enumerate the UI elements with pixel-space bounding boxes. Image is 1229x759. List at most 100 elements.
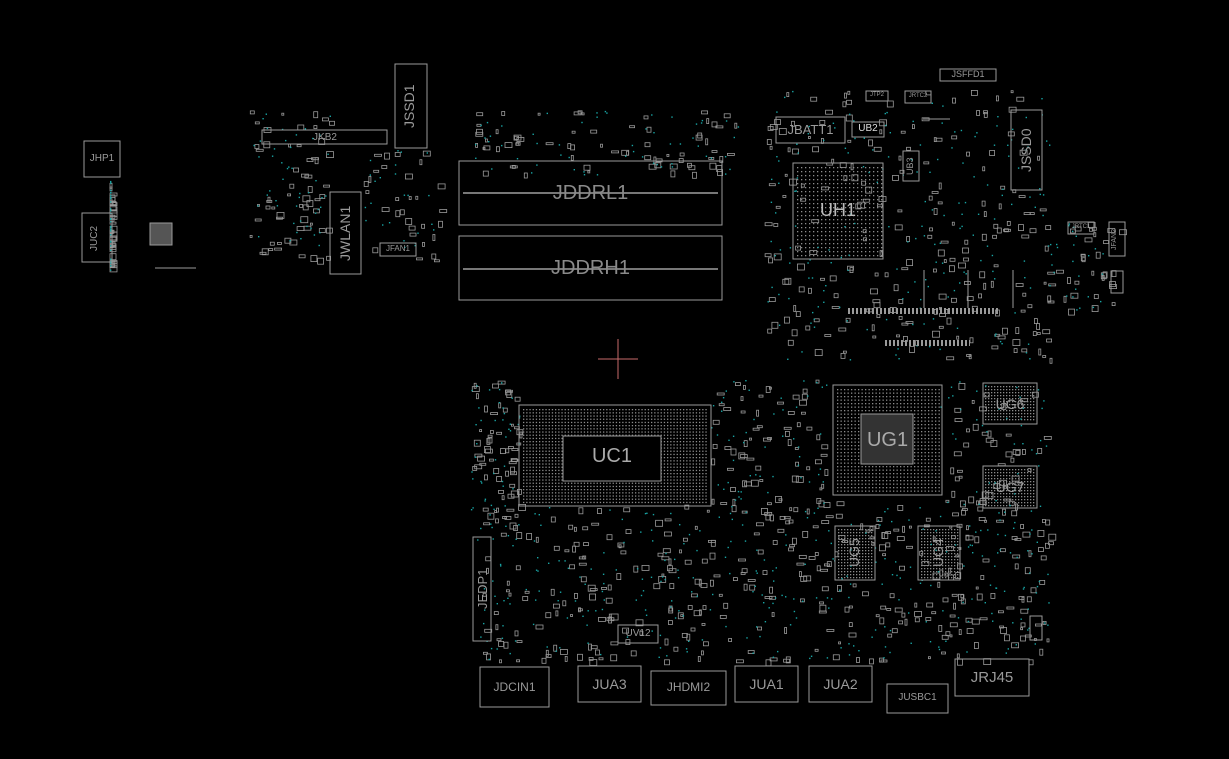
bga-ball xyxy=(813,171,815,173)
bga-ball xyxy=(931,459,933,461)
bga-ball xyxy=(825,183,827,185)
smd-part xyxy=(690,627,696,632)
smd-part xyxy=(743,583,748,591)
bga-ball xyxy=(635,498,637,500)
bga-ball xyxy=(809,215,811,217)
bga-ball xyxy=(865,203,867,205)
bga-ball xyxy=(679,489,682,491)
bga-ball xyxy=(921,389,923,391)
bga-ball xyxy=(877,203,879,205)
bga-ball xyxy=(545,437,547,440)
smd-part xyxy=(1016,96,1025,102)
bga-ball xyxy=(1021,401,1023,403)
bga-ball xyxy=(930,556,932,558)
bga-ball xyxy=(994,481,996,483)
bga-ball xyxy=(939,565,941,567)
bga-ball xyxy=(838,562,840,564)
bga-ball xyxy=(548,489,550,491)
bga-ball xyxy=(1000,487,1002,489)
bga-ball xyxy=(868,396,870,398)
bga-ball xyxy=(571,415,573,417)
bga-ball xyxy=(994,490,996,492)
smd-part xyxy=(929,227,933,232)
bga-ball xyxy=(644,501,646,504)
bga-ball xyxy=(933,577,935,579)
smd-part xyxy=(849,267,854,274)
bga-ball xyxy=(583,434,586,436)
bga-ball xyxy=(1012,398,1014,400)
bga-ball xyxy=(660,485,662,488)
smd-part xyxy=(587,170,591,174)
bga-ball xyxy=(679,463,682,465)
bga-ball xyxy=(861,469,863,471)
bga-ball xyxy=(571,482,573,484)
smd-part xyxy=(1047,271,1056,275)
bga-ball xyxy=(695,437,698,440)
bga-ball xyxy=(529,460,531,462)
bga-ball xyxy=(699,421,701,424)
bga-ball xyxy=(561,476,563,478)
bga-ball xyxy=(574,431,576,433)
bga-ball xyxy=(851,452,853,454)
smd-part xyxy=(511,164,516,169)
bga-ball xyxy=(686,457,688,459)
smd-part xyxy=(958,629,962,635)
bga-ball xyxy=(1033,410,1035,412)
bga-ball xyxy=(663,428,666,430)
bga-ball xyxy=(829,171,831,173)
bga-ball xyxy=(875,490,877,492)
bga-ball xyxy=(851,427,853,429)
bga-ball xyxy=(702,425,704,427)
bga-ball xyxy=(535,431,538,433)
bga-ball xyxy=(825,243,827,245)
bga-ball xyxy=(641,495,643,497)
smd-part xyxy=(885,542,891,548)
bga-ball xyxy=(858,417,860,419)
smd-part xyxy=(422,241,425,247)
bga-ball xyxy=(603,418,605,420)
bga-ball xyxy=(1033,496,1035,498)
bga-ball xyxy=(853,211,855,213)
bga-ball xyxy=(619,412,621,414)
bga-ball xyxy=(686,450,688,452)
smd-part xyxy=(269,241,275,246)
bga-ball xyxy=(532,495,534,497)
smd-part xyxy=(581,112,585,116)
bga-ball xyxy=(851,434,853,436)
bga-ball xyxy=(526,498,528,500)
bga-ball xyxy=(879,392,881,394)
bga-ball xyxy=(825,179,827,181)
smd-part xyxy=(302,204,309,211)
smd-part xyxy=(847,265,854,271)
bga-ball xyxy=(837,410,839,412)
bga-ball xyxy=(695,492,698,494)
smd-part xyxy=(806,508,810,515)
bga-ball xyxy=(910,389,912,391)
bga-ball xyxy=(545,473,547,475)
smd-part xyxy=(109,192,118,197)
bga-ball xyxy=(861,179,863,181)
bga-ball xyxy=(574,412,576,414)
smd-part xyxy=(506,391,513,399)
bga-ball xyxy=(865,223,867,225)
bga-ball xyxy=(921,535,923,537)
bga-ball xyxy=(882,392,884,394)
bga-ball xyxy=(872,490,874,492)
bga-ball xyxy=(539,473,541,475)
bga-ball xyxy=(921,410,923,412)
bga-ball xyxy=(853,227,855,229)
bga-ball xyxy=(921,434,923,436)
smd-part xyxy=(284,237,292,244)
bga-ball xyxy=(871,565,873,567)
bga-ball xyxy=(865,529,867,531)
bga-ball xyxy=(991,505,993,507)
bga-ball xyxy=(667,441,669,443)
bga-ball xyxy=(865,410,867,412)
bga-ball xyxy=(590,501,592,504)
bga-ball xyxy=(900,406,902,408)
bga-ball xyxy=(868,574,870,576)
smd-part xyxy=(578,608,583,612)
bga-ball xyxy=(861,473,863,475)
bga-ball xyxy=(564,501,566,504)
